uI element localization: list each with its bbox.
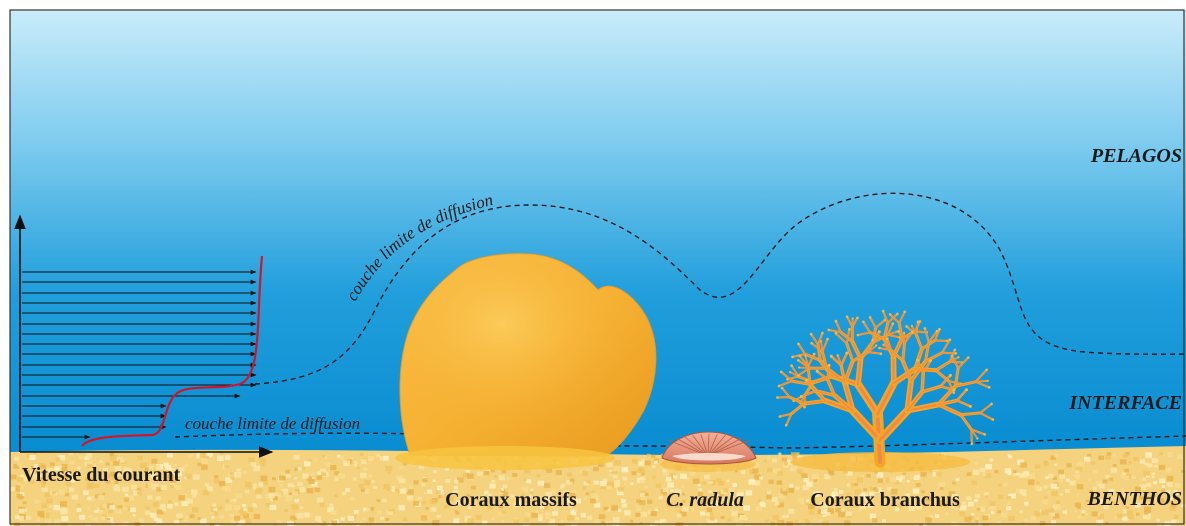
velocity-axis-label: Vitesse du courant (22, 464, 180, 486)
branching-corals-label: Coraux branchus (810, 489, 960, 511)
interface-label: INTERFACE (1068, 392, 1182, 414)
c-radula-label: C. radula (666, 489, 744, 511)
benthos-label: BENTHOS (1087, 488, 1182, 510)
pelagos-label: PELAGOS (1090, 145, 1182, 167)
lower-boundary-layer-label: couche limite de diffusion (185, 414, 360, 433)
massive-corals-label: Coraux massifs (445, 489, 577, 511)
